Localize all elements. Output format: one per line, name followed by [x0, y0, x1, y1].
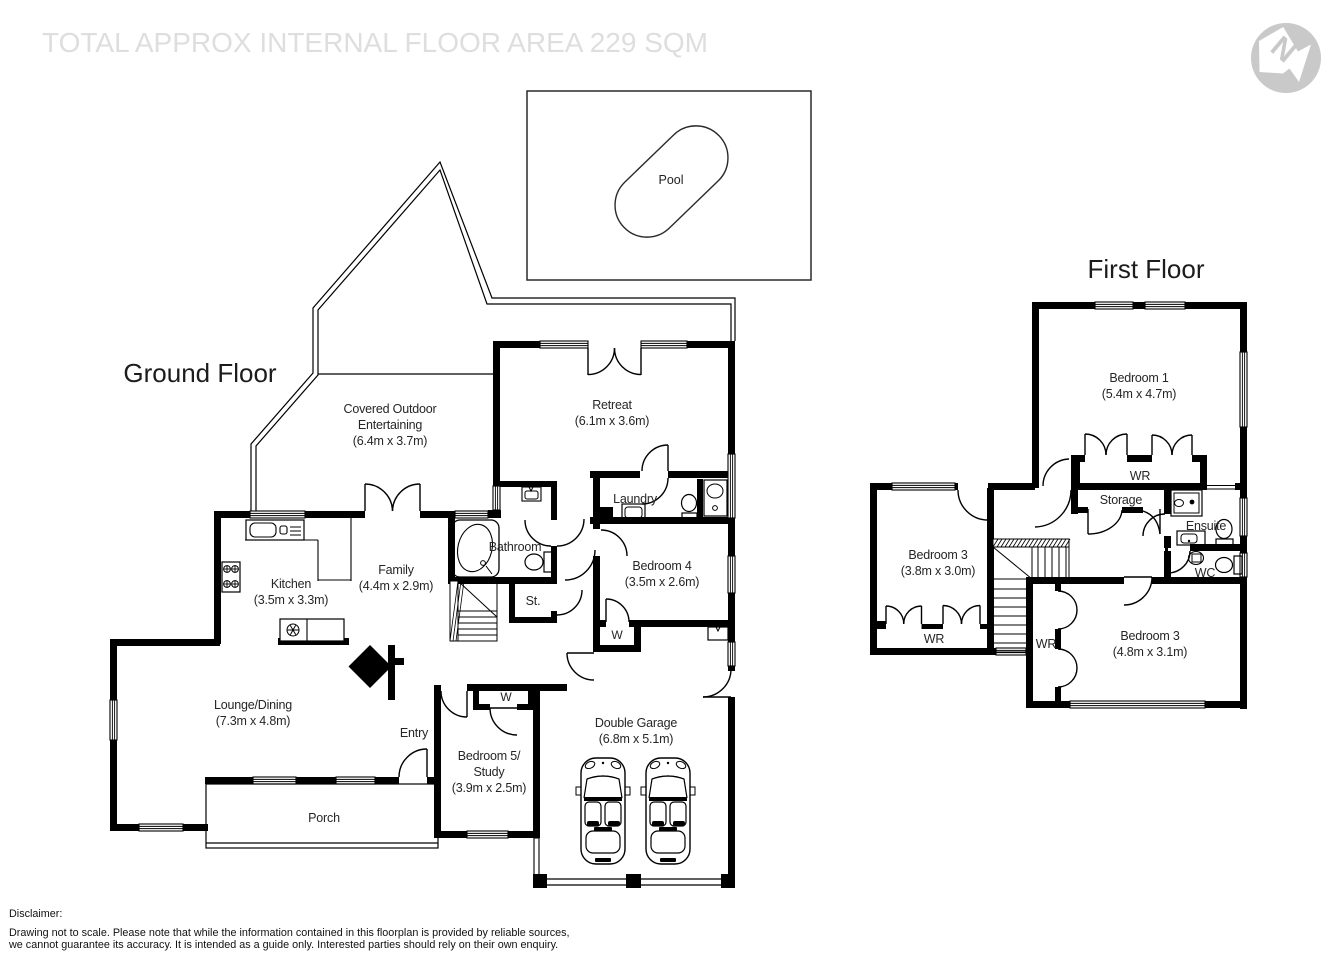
svg-text:(4.8m x 3.1m): (4.8m x 3.1m)	[1113, 645, 1188, 659]
svg-text:(4.4m x 2.9m): (4.4m x 2.9m)	[359, 579, 434, 593]
svg-text:(3.5m x 3.3m): (3.5m x 3.3m)	[254, 593, 329, 607]
svg-text:Entry: Entry	[400, 726, 429, 740]
svg-text:St.: St.	[526, 594, 541, 608]
svg-text:Drawing not to scale. Please n: Drawing not to scale. Please note that w…	[9, 927, 570, 939]
svg-text:(5.4m x 4.7m): (5.4m x 4.7m)	[1102, 387, 1177, 401]
svg-text:(6.8m x 5.1m): (6.8m x 5.1m)	[599, 732, 674, 746]
svg-text:Retreat: Retreat	[592, 398, 632, 412]
svg-text:TOTAL APPROX INTERNAL FLOOR AR: TOTAL APPROX INTERNAL FLOOR AREA 229 SQM	[42, 27, 708, 58]
svg-text:Study: Study	[474, 765, 506, 779]
svg-text:Pool: Pool	[658, 173, 683, 187]
svg-text:(7.3m x 4.8m): (7.3m x 4.8m)	[216, 714, 291, 728]
svg-text:(3.5m x 2.6m): (3.5m x 2.6m)	[625, 575, 700, 589]
svg-text:Bedroom 5/: Bedroom 5/	[458, 749, 521, 763]
svg-text:Double Garage: Double Garage	[595, 716, 677, 730]
svg-text:Bedroom 1: Bedroom 1	[1109, 371, 1169, 385]
svg-text:WC: WC	[1195, 566, 1216, 580]
svg-text:(3.9m x 2.5m): (3.9m x 2.5m)	[452, 781, 527, 795]
svg-text:Bedroom 3: Bedroom 3	[1120, 629, 1180, 643]
svg-text:(6.1m x 3.6m): (6.1m x 3.6m)	[575, 414, 650, 428]
svg-text:Kitchen: Kitchen	[271, 577, 312, 591]
svg-text:First Floor: First Floor	[1088, 254, 1205, 284]
svg-text:(6.4m x 3.7m): (6.4m x 3.7m)	[353, 434, 428, 448]
svg-text:WR: WR	[1036, 637, 1057, 651]
svg-text:Disclaimer:: Disclaimer:	[9, 908, 62, 920]
svg-text:Ensuite: Ensuite	[1186, 519, 1227, 533]
svg-text:Lounge/Dining: Lounge/Dining	[214, 698, 292, 712]
svg-text:Bedroom 3: Bedroom 3	[908, 548, 968, 562]
svg-text:W: W	[611, 628, 623, 642]
svg-text:Ground Floor: Ground Floor	[123, 358, 277, 388]
svg-text:Laundry: Laundry	[613, 492, 658, 506]
svg-text:Storage: Storage	[1100, 493, 1143, 507]
svg-text:we cannot guarantee its accura: we cannot guarantee its accuracy. It is …	[8, 939, 558, 951]
svg-text:Family: Family	[378, 563, 415, 577]
svg-text:W: W	[500, 690, 512, 704]
svg-text:WR: WR	[1130, 469, 1151, 483]
svg-text:Bathroom: Bathroom	[489, 540, 542, 554]
svg-text:Entertaining: Entertaining	[358, 418, 423, 432]
svg-text:WR: WR	[924, 632, 945, 646]
svg-text:(3.8m x 3.0m): (3.8m x 3.0m)	[901, 564, 976, 578]
svg-text:Covered Outdoor: Covered Outdoor	[344, 402, 437, 416]
svg-text:Bedroom 4: Bedroom 4	[632, 559, 692, 573]
svg-text:Porch: Porch	[308, 811, 340, 825]
